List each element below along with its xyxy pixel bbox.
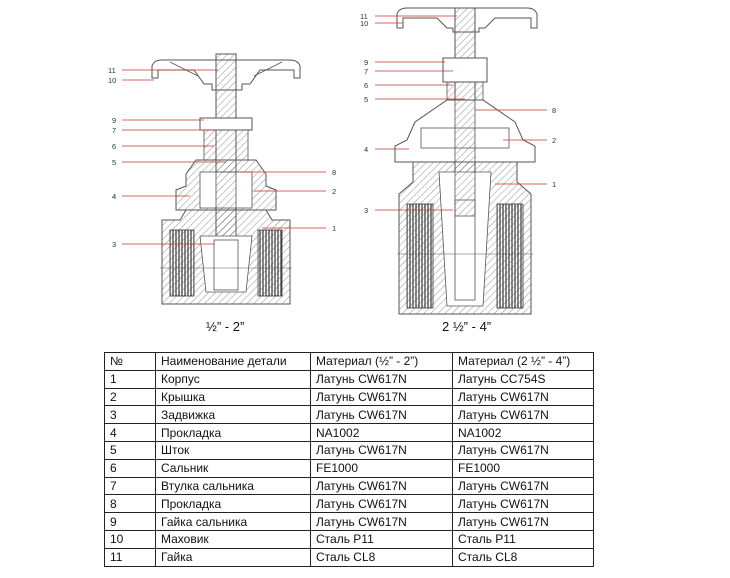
- cell-material-large: Латунь CW617N: [452, 387, 594, 407]
- cell-material-small: Латунь CW617N: [310, 512, 453, 531]
- callout-4: 4: [364, 145, 368, 154]
- cell-number: 2: [104, 387, 156, 407]
- parts-table: № Наименование детали Материал (½” - 2”)…: [104, 352, 594, 567]
- callout-9: 9: [364, 58, 368, 67]
- valve-cross-section-large: 11 10 9 7 6 5 4 3 8 2 1: [360, 7, 556, 315]
- cell-number: 3: [104, 405, 156, 425]
- table-header-row: № Наименование детали Материал (½” - 2”)…: [104, 352, 594, 371]
- header-part-name: Наименование детали: [155, 352, 311, 371]
- cell-material-large: Латунь CC754S: [452, 369, 594, 389]
- cell-number: 8: [104, 494, 156, 514]
- cell-number: 1: [104, 369, 156, 389]
- cell-material-large: Латунь CW617N: [452, 476, 594, 496]
- cell-number: 11: [104, 547, 156, 567]
- callout-8: 8: [332, 168, 336, 177]
- header-number: №: [104, 352, 156, 371]
- cell-material-small: NA1002: [310, 423, 453, 442]
- cell-material-small: FE1000: [310, 458, 453, 478]
- cell-material-large: FE1000: [452, 458, 594, 478]
- cell-material-small: Латунь CW617N: [310, 405, 453, 425]
- callout-7: 7: [112, 126, 116, 135]
- cell-material-small: Латунь CW617N: [310, 387, 453, 407]
- cell-number: 10: [104, 529, 156, 549]
- cell-part-name: Корпус: [155, 369, 311, 389]
- figure-caption-large: 2 ½” - 4”: [442, 319, 492, 334]
- callout-3: 3: [112, 240, 116, 249]
- valve-drawing-large: 11 10 9 7 6 5 4 3 8 2 1: [355, 0, 595, 320]
- callout-9: 9: [112, 116, 116, 125]
- callout-3: 3: [364, 206, 368, 215]
- valve-drawing-small: 11 10 9 7 6 5 4 3 8 2 1: [100, 40, 360, 320]
- cell-material-large: Латунь CW617N: [452, 494, 594, 514]
- cell-material-large: NA1002: [452, 423, 594, 442]
- cell-material-small: Сталь P11: [310, 529, 453, 549]
- cell-part-name: Сальник: [155, 458, 311, 478]
- cell-material-large: Латунь CW617N: [452, 440, 594, 460]
- cell-part-name: Крышка: [155, 387, 311, 407]
- callout-2: 2: [552, 136, 556, 145]
- cell-material-small: Сталь CL8: [310, 547, 453, 567]
- cell-material-large: Латунь CW617N: [452, 512, 594, 531]
- cell-material-small: Латунь CW617N: [310, 476, 453, 496]
- header-material-large: Материал (2 ½” - 4”): [452, 352, 594, 371]
- cell-material-small: Латунь CW617N: [310, 494, 453, 514]
- cell-material-large: Сталь P11: [452, 529, 594, 549]
- cell-material-small: Латунь CW617N: [310, 440, 453, 460]
- header-material-small: Материал (½” - 2”): [310, 352, 453, 371]
- callout-6: 6: [364, 81, 368, 90]
- cell-material-large: Сталь CL8: [452, 547, 594, 567]
- callout-1: 1: [552, 180, 556, 189]
- cell-part-name: Маховик: [155, 529, 311, 549]
- cell-material-large: Латунь CW617N: [452, 405, 594, 425]
- callout-5: 5: [112, 158, 116, 167]
- cell-number: 6: [104, 458, 156, 478]
- cell-number: 9: [104, 512, 156, 531]
- callout-10: 10: [360, 19, 368, 28]
- cell-number: 7: [104, 476, 156, 496]
- callout-5: 5: [364, 95, 368, 104]
- cell-part-name: Гайка сальника: [155, 512, 311, 531]
- cell-part-name: Прокладка: [155, 494, 311, 514]
- callout-4: 4: [112, 192, 116, 201]
- cell-part-name: Шток: [155, 440, 311, 460]
- callout-11: 11: [108, 66, 116, 75]
- figure-caption-small: ½” - 2”: [206, 319, 245, 334]
- cell-part-name: Втулка сальника: [155, 476, 311, 496]
- callout-11: 11: [360, 12, 368, 21]
- callout-10: 10: [108, 76, 116, 85]
- callout-2: 2: [332, 187, 336, 196]
- cell-material-small: Латунь CW617N: [310, 369, 453, 389]
- cell-part-name: Прокладка: [155, 423, 311, 442]
- callout-1: 1: [332, 224, 336, 233]
- callout-8: 8: [552, 106, 556, 115]
- callout-7: 7: [364, 67, 368, 76]
- callout-6: 6: [112, 142, 116, 151]
- cell-part-name: Гайка: [155, 547, 311, 567]
- valve-cross-section-small: 11 10 9 7 6 5 4 3 8 2 1: [108, 53, 336, 305]
- cell-number: 5: [104, 440, 156, 460]
- cell-part-name: Задвижка: [155, 405, 311, 425]
- cell-number: 4: [104, 423, 156, 442]
